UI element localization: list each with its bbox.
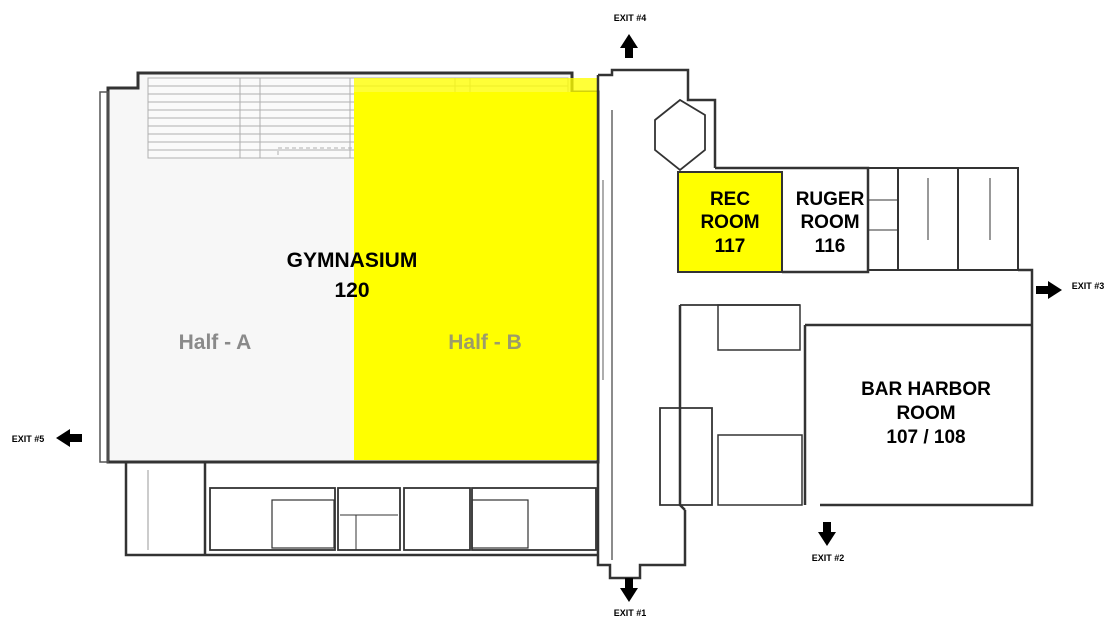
ruger-room-line1: RUGER bbox=[795, 189, 865, 210]
bar-harbor-line1: BAR HARBOR bbox=[861, 379, 991, 400]
half-b-label: Half - B bbox=[448, 331, 522, 354]
bar-harbor-number: 107 / 108 bbox=[886, 427, 966, 448]
gymnasium-number: 120 bbox=[334, 279, 370, 302]
gymnasium-area bbox=[99, 71, 600, 464]
rec-room-line2: ROOM bbox=[700, 212, 760, 233]
half-a-label: Half - A bbox=[178, 331, 252, 354]
rec-room-number: 117 bbox=[714, 236, 746, 257]
exit-3-label: EXIT #3 bbox=[1071, 281, 1105, 291]
restrooms bbox=[867, 167, 1019, 271]
bar-harbor-line2: ROOM bbox=[896, 403, 956, 424]
exit-1-label: EXIT #1 bbox=[613, 608, 647, 618]
bar-harbor-area bbox=[659, 268, 1034, 511]
exit-1-arrow bbox=[620, 578, 638, 602]
ruger-room-number: 116 bbox=[814, 236, 846, 257]
exit-2-arrow bbox=[818, 522, 836, 546]
exit-arrows bbox=[56, 34, 1062, 602]
exit-5-label: EXIT #5 bbox=[11, 434, 45, 444]
lower-wing bbox=[124, 462, 598, 557]
exit-4-arrow bbox=[620, 34, 638, 58]
exit-2-label: EXIT #2 bbox=[811, 553, 845, 563]
rec-room-highlight bbox=[677, 171, 783, 273]
central-corridor bbox=[596, 68, 717, 580]
gymnasium-name: GYMNASIUM bbox=[286, 249, 418, 272]
ruger-room-line2: ROOM bbox=[800, 212, 860, 233]
rec-room-line1: REC bbox=[709, 189, 751, 210]
exit-5-arrow bbox=[56, 429, 82, 447]
exit-3-arrow bbox=[1036, 281, 1062, 299]
exit-4-label: EXIT #4 bbox=[613, 13, 647, 23]
